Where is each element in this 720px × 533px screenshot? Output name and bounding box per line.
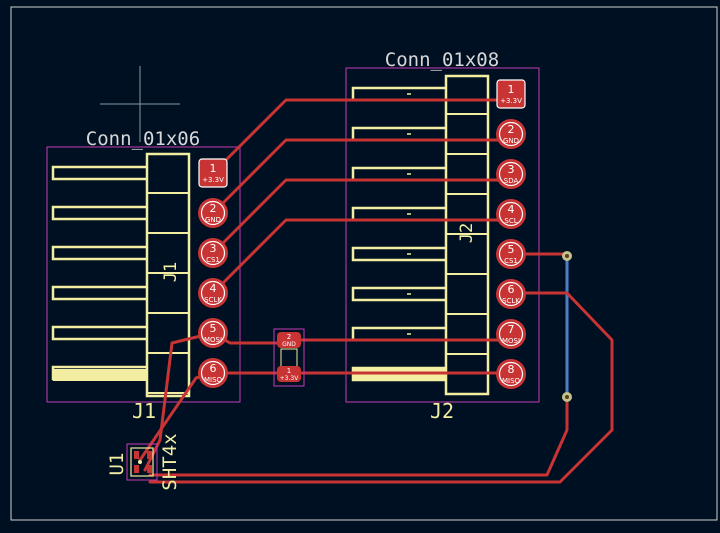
- pad-net-name: MOSI: [204, 336, 222, 344]
- pad-net-name: MISO: [204, 376, 223, 384]
- pad-net-name: SCLK: [502, 297, 520, 305]
- j1-pin1-marker: [53, 369, 147, 381]
- pad-net-name: SCLK: [204, 296, 222, 304]
- j2-pad-1[interactable]: 1+3.3V: [496, 79, 526, 109]
- via[interactable]: [562, 392, 572, 402]
- j2-reference-label: J2: [430, 399, 454, 423]
- u1-pad[interactable]: [147, 465, 152, 473]
- pad-number: 7: [508, 323, 515, 336]
- j1-pin-outline: [51, 285, 147, 301]
- pad-net-name: MOSI: [502, 337, 520, 345]
- pad-number: 1: [287, 367, 291, 375]
- pad-net-name: GND: [503, 137, 519, 145]
- j2-pin-outline: [351, 246, 446, 262]
- u1-pad[interactable]: [147, 451, 152, 459]
- front-copper-trace[interactable]: [211, 98, 513, 175]
- j1-pin-outline: [51, 325, 147, 341]
- j1-courtyard-outline: [46, 146, 241, 403]
- j2-footprint[interactable]: [345, 67, 540, 403]
- u1-pin1-dot: [138, 460, 142, 464]
- j2-value-label: Conn_01x08: [385, 49, 499, 71]
- u1-value-label: SHT4x: [159, 433, 181, 490]
- j2-pin-outline: [351, 86, 446, 102]
- front-copper-trace[interactable]: [211, 138, 513, 215]
- j2-body-reference: J2: [457, 223, 477, 243]
- pad-number: 1: [508, 83, 515, 96]
- j1-pin-outline: [51, 165, 147, 181]
- pad-number: 5: [508, 243, 515, 256]
- c1-body-outline: [280, 348, 298, 368]
- pad-number: 5: [210, 322, 217, 335]
- pad-net-name: CS1: [206, 256, 220, 264]
- j1-value-label: Conn_01x06: [86, 128, 200, 150]
- pad-net-name: GND: [205, 216, 221, 224]
- c1-pad-1[interactable]: 1+3.3V: [277, 366, 301, 382]
- j1-pin-outline: [51, 205, 147, 221]
- j2-pin-outline: [351, 206, 446, 222]
- pad-number: 8: [508, 363, 515, 376]
- pad-number: 2: [287, 333, 291, 341]
- pad-number: 3: [210, 242, 217, 255]
- u1-pad[interactable]: [134, 465, 139, 473]
- pad-net-name: SDA: [504, 177, 519, 185]
- pad-number: 6: [210, 362, 217, 375]
- u1-footprint[interactable]: [126, 443, 158, 481]
- pad-number: 2: [210, 202, 217, 215]
- j1-pad-1[interactable]: 1+3.3V: [198, 158, 228, 188]
- u1-pad[interactable]: [134, 451, 139, 459]
- j1-body-outline: [145, 152, 191, 398]
- u1-courtyard-outline: [126, 443, 158, 481]
- pad-net-name: +3.3V: [500, 97, 522, 105]
- cursor-crosshair: [100, 66, 180, 142]
- j2-pin1-marker: [353, 369, 446, 381]
- pad-net-name: +3.3V: [202, 176, 224, 184]
- pad-number: 4: [508, 203, 515, 216]
- via[interactable]: [562, 251, 572, 261]
- front-copper-trace[interactable]: [148, 291, 614, 484]
- j1-body-reference: J1: [161, 262, 181, 282]
- u1-body-outline: [130, 447, 154, 477]
- j2-pin-outline: [351, 126, 446, 142]
- j2-pin-outline: [351, 286, 446, 302]
- board-edge-cuts: [10, 6, 718, 521]
- pad-number: 2: [508, 123, 515, 136]
- front-copper-trace[interactable]: [211, 331, 513, 345]
- u1-reference-label: U1: [106, 453, 128, 476]
- pad-net-name: SCL: [504, 217, 517, 225]
- c1-courtyard-outline: [273, 328, 305, 387]
- pad-net-name: +3.3V: [280, 375, 300, 382]
- j2-pin-outline: [351, 166, 446, 182]
- j2-pin-outline: [351, 326, 446, 342]
- front-copper-trace[interactable]: [211, 178, 513, 255]
- pad-number: 4: [210, 282, 217, 295]
- pad-net-name: MISO: [502, 377, 521, 385]
- j2-courtyard-outline: [345, 67, 540, 403]
- front-copper-trace[interactable]: [211, 218, 513, 295]
- pad-net-name: CS1: [504, 257, 518, 265]
- pad-number: 1: [210, 162, 217, 175]
- front-copper-trace[interactable]: [148, 394, 569, 477]
- j1-footprint[interactable]: [46, 146, 241, 403]
- pad-net-name: GND: [282, 341, 296, 348]
- pad-number: 3: [508, 163, 515, 176]
- pad-number: 6: [508, 283, 515, 296]
- j1-reference-label: J1: [132, 399, 156, 423]
- j1-pin-outline: [51, 245, 147, 261]
